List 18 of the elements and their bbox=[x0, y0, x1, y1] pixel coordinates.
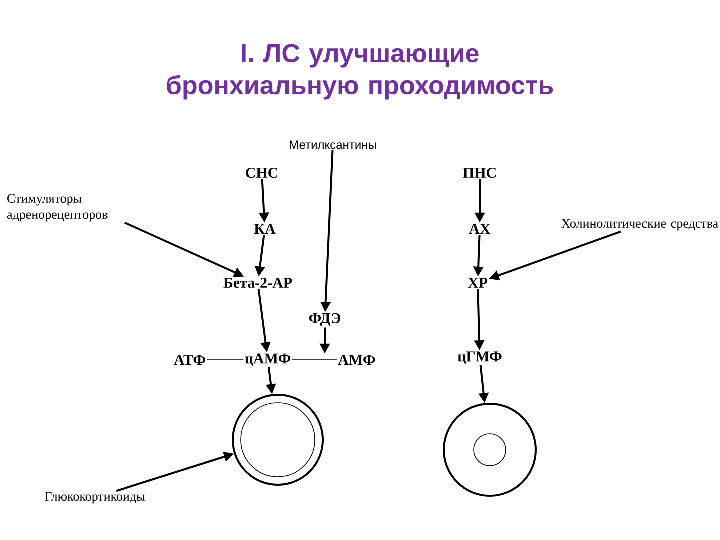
drug-label: Холинолитические средства bbox=[562, 219, 718, 231]
pathway-label: цАМФ bbox=[245, 354, 291, 366]
pathway-label: Бета-2-АР bbox=[224, 278, 292, 288]
pathway-label: ПНС bbox=[463, 168, 496, 178]
pathway-label: цГМФ bbox=[458, 352, 502, 364]
pathway-label: АМФ bbox=[338, 355, 376, 365]
bronchus-drawing bbox=[232, 394, 324, 486]
bronchus-drawing bbox=[443, 403, 537, 497]
pathway-label: АТФ bbox=[174, 355, 206, 365]
drug-label: Глюкокортикоиды bbox=[45, 492, 145, 504]
drug-label: Метилксантины bbox=[290, 140, 376, 150]
pathway-label: КА bbox=[254, 224, 276, 234]
drug-label: Стимуляторы адренорецепторов bbox=[7, 194, 108, 222]
pathway-label: АХ bbox=[469, 224, 491, 234]
pathway-label: ХР bbox=[468, 278, 488, 288]
pathway-label: ФДЭ bbox=[309, 313, 341, 327]
pathway-label: СНС bbox=[246, 168, 278, 178]
title: I. ЛС улучшающие бронхиальную проходимость bbox=[167, 44, 554, 100]
